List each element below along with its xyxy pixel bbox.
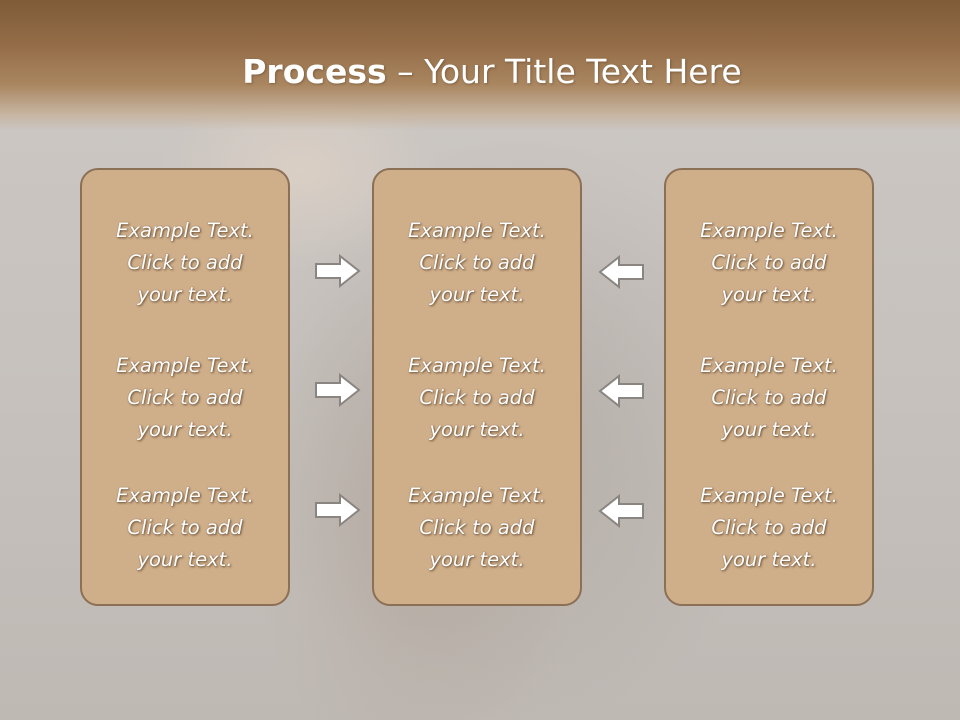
text-line: Example Text. xyxy=(408,354,546,377)
text-line: Click to add xyxy=(711,516,827,539)
text-line: Click to add xyxy=(127,386,243,409)
text-line: your text. xyxy=(137,418,233,441)
right-arrow-icon[interactable] xyxy=(314,493,362,527)
title-bold: Process xyxy=(242,52,387,91)
text-line: Click to add xyxy=(711,386,827,409)
text-placeholder[interactable]: Example Text. Click to add your text. xyxy=(82,350,288,446)
header-band xyxy=(0,0,960,130)
text-placeholder[interactable]: Example Text. Click to add your text. xyxy=(666,480,872,576)
text-line: your text. xyxy=(137,548,233,571)
text-line: Example Text. xyxy=(116,354,254,377)
text-line: your text. xyxy=(137,283,233,306)
text-line: Click to add xyxy=(419,251,535,274)
right-arrow-icon[interactable] xyxy=(314,254,362,288)
text-line: your text. xyxy=(721,418,817,441)
text-line: Example Text. xyxy=(116,484,254,507)
process-box-center[interactable]: Example Text. Click to add your text. Ex… xyxy=(372,168,582,606)
text-line: Click to add xyxy=(419,516,535,539)
text-line: Click to add xyxy=(127,516,243,539)
title-rest: – Your Title Text Here xyxy=(386,52,742,91)
process-box-right[interactable]: Example Text. Click to add your text. Ex… xyxy=(664,168,874,606)
text-placeholder[interactable]: Example Text. Click to add your text. xyxy=(374,215,580,311)
text-line: your text. xyxy=(721,548,817,571)
text-line: Click to add xyxy=(711,251,827,274)
text-placeholder[interactable]: Example Text. Click to add your text. xyxy=(374,350,580,446)
process-box-left[interactable]: Example Text. Click to add your text. Ex… xyxy=(80,168,290,606)
text-placeholder[interactable]: Example Text. Click to add your text. xyxy=(666,215,872,311)
text-line: your text. xyxy=(429,548,525,571)
text-line: Example Text. xyxy=(700,484,838,507)
text-line: Example Text. xyxy=(408,219,546,242)
left-arrow-icon[interactable] xyxy=(597,255,645,289)
text-line: your text. xyxy=(429,283,525,306)
right-arrow-icon[interactable] xyxy=(314,373,362,407)
text-line: your text. xyxy=(721,283,817,306)
text-line: Click to add xyxy=(127,251,243,274)
text-line: Example Text. xyxy=(700,219,838,242)
text-placeholder[interactable]: Example Text. Click to add your text. xyxy=(666,350,872,446)
text-placeholder[interactable]: Example Text. Click to add your text. xyxy=(82,480,288,576)
text-placeholder[interactable]: Example Text. Click to add your text. xyxy=(82,215,288,311)
text-line: Example Text. xyxy=(408,484,546,507)
text-line: your text. xyxy=(429,418,525,441)
text-line: Example Text. xyxy=(116,219,254,242)
text-line: Click to add xyxy=(419,386,535,409)
text-placeholder[interactable]: Example Text. Click to add your text. xyxy=(374,480,580,576)
text-line: Example Text. xyxy=(700,354,838,377)
left-arrow-icon[interactable] xyxy=(597,494,645,528)
left-arrow-icon[interactable] xyxy=(597,374,645,408)
slide-title[interactable]: Process – Your Title Text Here xyxy=(0,52,960,91)
